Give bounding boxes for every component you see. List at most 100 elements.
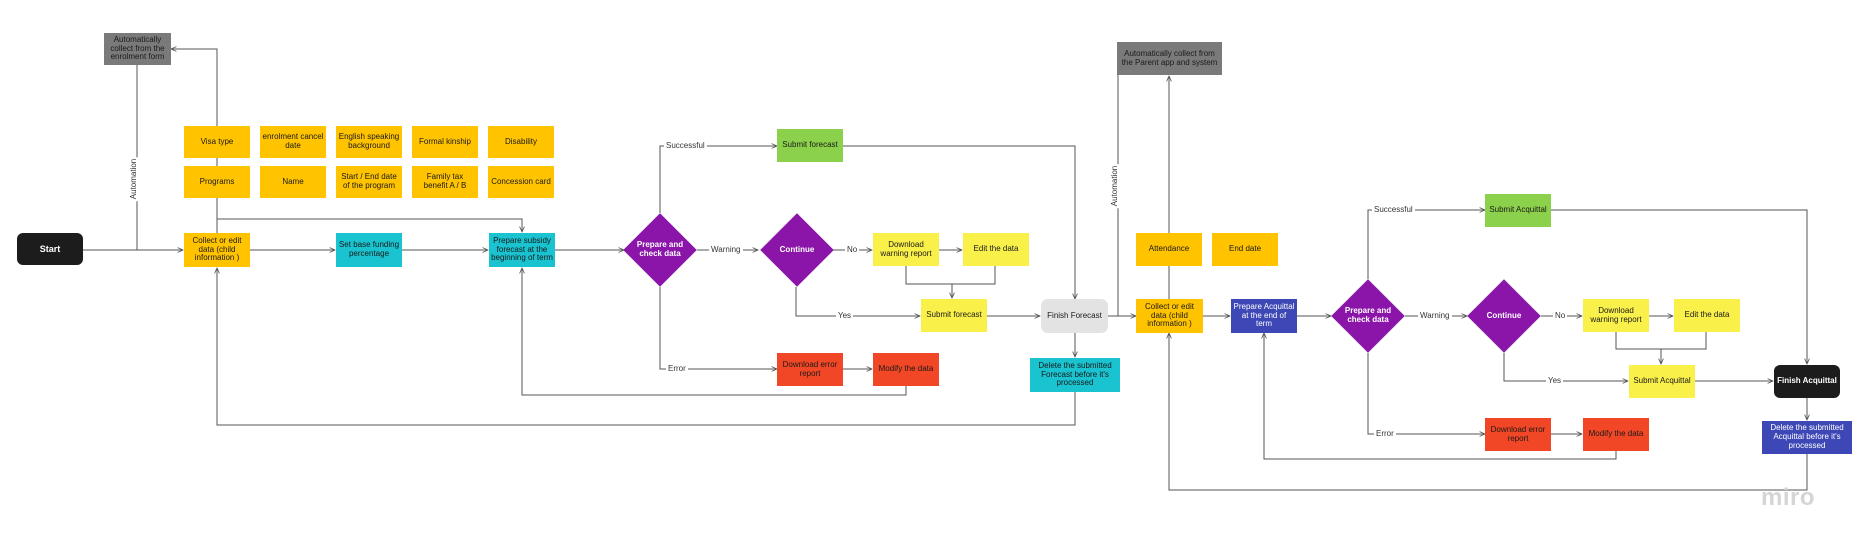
concession-card-label: Concession card (491, 176, 551, 186)
start-end-date-label: Start / End date of the program (341, 172, 397, 190)
edge-label-warning-1: Warning (709, 245, 743, 255)
edge-label-yes-1: Yes (836, 311, 854, 321)
download-warning-node-2[interactable]: Download warning report (1583, 299, 1649, 332)
edge-label-no-2: No (1553, 311, 1568, 321)
disability-label: Disability (504, 136, 537, 146)
connector (522, 268, 907, 396)
prepare-subsidy-forecast-node[interactable]: Prepare subsidy forecast at the beginnin… (489, 233, 555, 267)
edit-data-node-2[interactable]: Edit the data (1674, 299, 1740, 332)
edit-data-label-2: Edit the data (1684, 310, 1730, 320)
programs-label: Programs (199, 176, 235, 186)
download-warning-label-2: Download warning report (1590, 305, 1642, 324)
connector (1551, 209, 1807, 364)
collect-edit-label-1: Collect or edit data (child information … (192, 235, 242, 263)
auto-parent-app-node[interactable]: Automatically collect from the Parent ap… (1117, 42, 1222, 75)
connector (1264, 333, 1617, 460)
edge-label-successful-1: Successful (664, 141, 707, 151)
edge-label-automation-2: Automation (1110, 163, 1121, 209)
auto-enrolment-label: Automatically collect from the enrolment… (110, 34, 165, 62)
auto-parent-app-label: Automatically collect from the Parent ap… (1121, 48, 1218, 67)
submit-forecast-label: Submit forecast (926, 310, 982, 320)
edge-label-error-2: Error (1374, 429, 1396, 439)
prepare-subsidy-forecast-label: Prepare subsidy forecast at the beginnin… (491, 235, 553, 263)
family-tax-benefit-label: Family tax benefit A / B (423, 172, 467, 190)
connector (1367, 353, 1485, 434)
english-speaking-label: English speaking background (338, 132, 400, 150)
submit-forecast-top-label: Submit forecast (782, 140, 838, 150)
finish-forecast-node[interactable]: Finish Forecast (1041, 299, 1108, 333)
download-error-label-1: Download error report (782, 359, 838, 378)
delete-forecast-node[interactable]: Delete the submitted Forecast before it'… (1030, 358, 1120, 392)
english-speaking-node[interactable]: English speaking background (336, 126, 402, 158)
edge-label-automation-1: Automation (129, 156, 140, 202)
modify-data-label-1: Modify the data (878, 364, 934, 374)
connector (795, 287, 920, 316)
attendance-node[interactable]: Attendance (1136, 233, 1202, 266)
prepare-acquittal-node[interactable]: Prepare Acquittal at the end of term (1231, 299, 1297, 333)
submit-acquittal-label: Submit Acquittal (1633, 376, 1691, 386)
finish-forecast-label: Finish Forecast (1047, 310, 1102, 320)
connector (1367, 210, 1485, 279)
connector (905, 266, 996, 285)
submit-acquittal-top-node[interactable]: Submit Acquittal (1485, 194, 1551, 227)
submit-acquittal-top-label: Submit Acquittal (1489, 205, 1547, 215)
edit-data-node-1[interactable]: Edit the data (963, 233, 1029, 266)
collect-edit-label-2: Collect or edit data (child information … (1145, 301, 1194, 329)
finish-acquittal-node[interactable]: Finish Acquittal (1774, 365, 1840, 398)
delete-acquittal-label: Delete the submitted Acquittal before it… (1770, 423, 1844, 450)
family-tax-benefit-node[interactable]: Family tax benefit A / B (412, 166, 478, 198)
connector (659, 146, 777, 213)
set-base-funding-node[interactable]: Set base funding percentage (336, 233, 402, 267)
name-label: Name (282, 176, 304, 186)
modify-data-node-2[interactable]: Modify the data (1583, 418, 1649, 451)
submit-forecast-node[interactable]: Submit forecast (921, 299, 987, 332)
visa-type-label: Visa type (200, 136, 234, 146)
download-error-node-1[interactable]: Download error report (777, 353, 843, 386)
start-label: Start (39, 243, 61, 254)
set-base-funding-label: Set base funding percentage (338, 240, 400, 258)
programs-node[interactable]: Programs (184, 166, 250, 198)
edge-label-successful-2: Successful (1372, 205, 1415, 215)
submit-forecast-top-node[interactable]: Submit forecast (777, 129, 843, 162)
start-end-date-node[interactable]: Start / End date of the program (336, 166, 402, 198)
end-date-label: End date (1228, 244, 1262, 254)
edge-label-error-1: Error (666, 364, 688, 374)
edge-label-yes-2: Yes (1546, 376, 1564, 386)
formal-kinship-node[interactable]: Formal kinship (412, 126, 478, 158)
start-node[interactable]: Start (17, 233, 83, 265)
connector (216, 218, 522, 233)
disability-node[interactable]: Disability (488, 126, 554, 158)
auto-enrolment-node[interactable]: Automatically collect from the enrolment… (104, 33, 171, 65)
edge-label-warning-2: Warning (1418, 311, 1452, 321)
download-warning-node-1[interactable]: Download warning report (873, 233, 939, 266)
download-warning-label-1: Download warning report (880, 239, 932, 258)
edge-label-no-1: No (845, 245, 860, 255)
modify-data-label-2: Modify the data (1588, 429, 1644, 439)
concession-card-node[interactable]: Concession card (488, 166, 554, 198)
enrolment-cancel-date-label: enrolment cancel date (262, 132, 324, 150)
edit-data-label-1: Edit the data (973, 244, 1019, 254)
connector (1503, 353, 1628, 381)
end-date-node[interactable]: End date (1212, 233, 1278, 266)
connector (1169, 333, 1808, 491)
delete-acquittal-node[interactable]: Delete the submitted Acquittal before it… (1762, 421, 1852, 454)
connector (843, 145, 1075, 299)
miro-watermark: miro (1760, 484, 1815, 511)
collect-edit-node-2[interactable]: Collect or edit data (child information … (1136, 299, 1203, 333)
connector (659, 287, 777, 369)
modify-data-node-1[interactable]: Modify the data (873, 353, 939, 386)
collect-edit-node-1[interactable]: Collect or edit data (child information … (184, 233, 250, 267)
download-error-node-2[interactable]: Download error report (1485, 418, 1551, 451)
delete-forecast-label: Delete the submitted Forecast before it'… (1038, 360, 1112, 388)
formal-kinship-label: Formal kinship (418, 136, 471, 146)
visa-type-node[interactable]: Visa type (184, 126, 250, 158)
attendance-label: Attendance (1148, 244, 1190, 254)
finish-acquittal-label: Finish Acquittal (1777, 376, 1837, 386)
name-node[interactable]: Name (260, 166, 326, 198)
submit-acquittal-node[interactable]: Submit Acquittal (1629, 365, 1695, 398)
connector (1615, 332, 1707, 350)
connector (217, 268, 1076, 426)
enrolment-cancel-date-node[interactable]: enrolment cancel date (260, 126, 326, 158)
prepare-acquittal-label: Prepare Acquittal at the end of term (1233, 301, 1295, 329)
